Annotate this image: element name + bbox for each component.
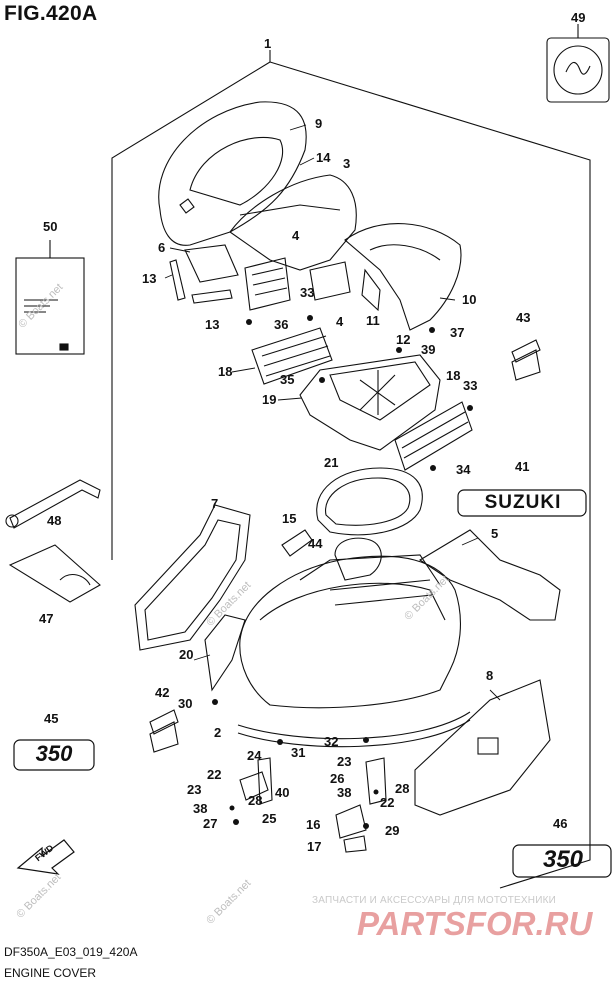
callout-25: 25 (262, 811, 277, 826)
callout-4a: 4 (292, 228, 300, 243)
callout-34: 34 (456, 462, 471, 477)
callout-12: 12 (396, 332, 411, 347)
callout-32: 32 (324, 734, 339, 749)
callout-4b: 4 (336, 314, 344, 329)
suzuki-badge-outline (457, 489, 587, 517)
rim-seal-2 (237, 711, 471, 740)
figure-title: FIG.420A (4, 2, 98, 25)
figure-code: DF350A_E03_019_420A (4, 945, 138, 959)
callout-41: 41 (515, 459, 530, 474)
fwd-arrow (16, 839, 75, 875)
upper-shell-3 (229, 174, 357, 271)
callout-29: 29 (385, 823, 400, 838)
callout-47: 47 (39, 611, 54, 626)
callout-23b: 23 (337, 754, 352, 769)
callout-40: 40 (275, 785, 290, 800)
callout-13a: 13 (142, 271, 157, 286)
callout-49: 49 (571, 10, 586, 25)
callout-7: 7 (211, 496, 219, 511)
callout-30: 30 (178, 696, 193, 711)
callout-22a: 22 (207, 767, 222, 782)
gasket-7 (134, 504, 251, 651)
decal-45-text: 350 (35, 741, 73, 766)
callout-33b: 33 (463, 378, 478, 393)
gasket-5 (418, 529, 561, 621)
decal-45-outline (13, 739, 95, 771)
assembly-bracket (269, 61, 591, 889)
bag-47 (8, 544, 101, 603)
frame-19 (299, 354, 441, 451)
callout-35: 35 (280, 372, 295, 387)
assembly-bracket-left (111, 61, 271, 560)
callout-46: 46 (553, 816, 568, 831)
callout-42: 42 (155, 685, 170, 700)
seal-21 (316, 467, 423, 536)
callout-26: 26 (330, 771, 345, 786)
vent-18-left (251, 327, 333, 385)
callout-24: 24 (247, 748, 262, 763)
callout-33a: 33 (300, 285, 315, 300)
callout-14: 14 (316, 150, 331, 165)
figure-name: ENGINE COVER (4, 966, 97, 980)
callout-43: 43 (516, 310, 531, 325)
side-shroud-10 (344, 223, 462, 331)
callout-39: 39 (421, 342, 436, 357)
wrench-48 (9, 479, 101, 529)
callout-6: 6 (158, 240, 166, 255)
callout-18b: 18 (446, 368, 461, 383)
callout-28b: 28 (395, 781, 410, 796)
sticker-49 (546, 37, 610, 103)
callout-18a: 18 (218, 364, 233, 379)
callout-50: 50 (43, 219, 58, 234)
callout-20: 20 (179, 647, 194, 662)
callout-19: 19 (262, 392, 277, 407)
vent-18-right (394, 401, 473, 471)
callout-11: 11 (366, 313, 380, 328)
callout-5: 5 (491, 526, 499, 541)
callout-44: 44 (308, 536, 323, 551)
callout-13b: 13 (205, 317, 220, 332)
watermark-tagline: ЗАПЧАСТИ И АКСЕССУАРЫ ДЛЯ МОТОТЕХНИКИ (312, 895, 557, 906)
side-panel-8 (414, 679, 551, 816)
watermark-logo: PARTSFOR.RU (357, 905, 593, 942)
suzuki-badge-text: SUZUKI (484, 492, 562, 513)
decal-46-text: 350 (542, 846, 584, 873)
callout-23a: 23 (187, 782, 202, 797)
callout-15: 15 (282, 511, 297, 526)
callout-10: 10 (462, 292, 477, 307)
callout-1: 1 (264, 36, 272, 51)
callout-16: 16 (306, 817, 321, 832)
main-cowl (239, 555, 461, 709)
callout-3: 3 (343, 156, 351, 171)
callout-28a: 28 (248, 793, 263, 808)
callout-31: 31 (291, 745, 306, 760)
callout-27: 27 (203, 816, 218, 831)
callout-21: 21 (324, 455, 339, 470)
top-cap-9 (158, 101, 307, 246)
callout-37: 37 (450, 325, 465, 340)
callout-38b: 38 (337, 785, 352, 800)
callout-36: 36 (274, 317, 289, 332)
callout-22b: 22 (380, 795, 395, 810)
callout-17: 17 (307, 839, 322, 854)
callout-45: 45 (44, 711, 59, 726)
callout-2: 2 (214, 725, 222, 740)
decal-46-outline (512, 844, 612, 878)
callout-9: 9 (315, 116, 323, 131)
callout-8: 8 (486, 668, 494, 683)
callout-38a: 38 (193, 801, 208, 816)
callout-48: 48 (47, 513, 62, 528)
